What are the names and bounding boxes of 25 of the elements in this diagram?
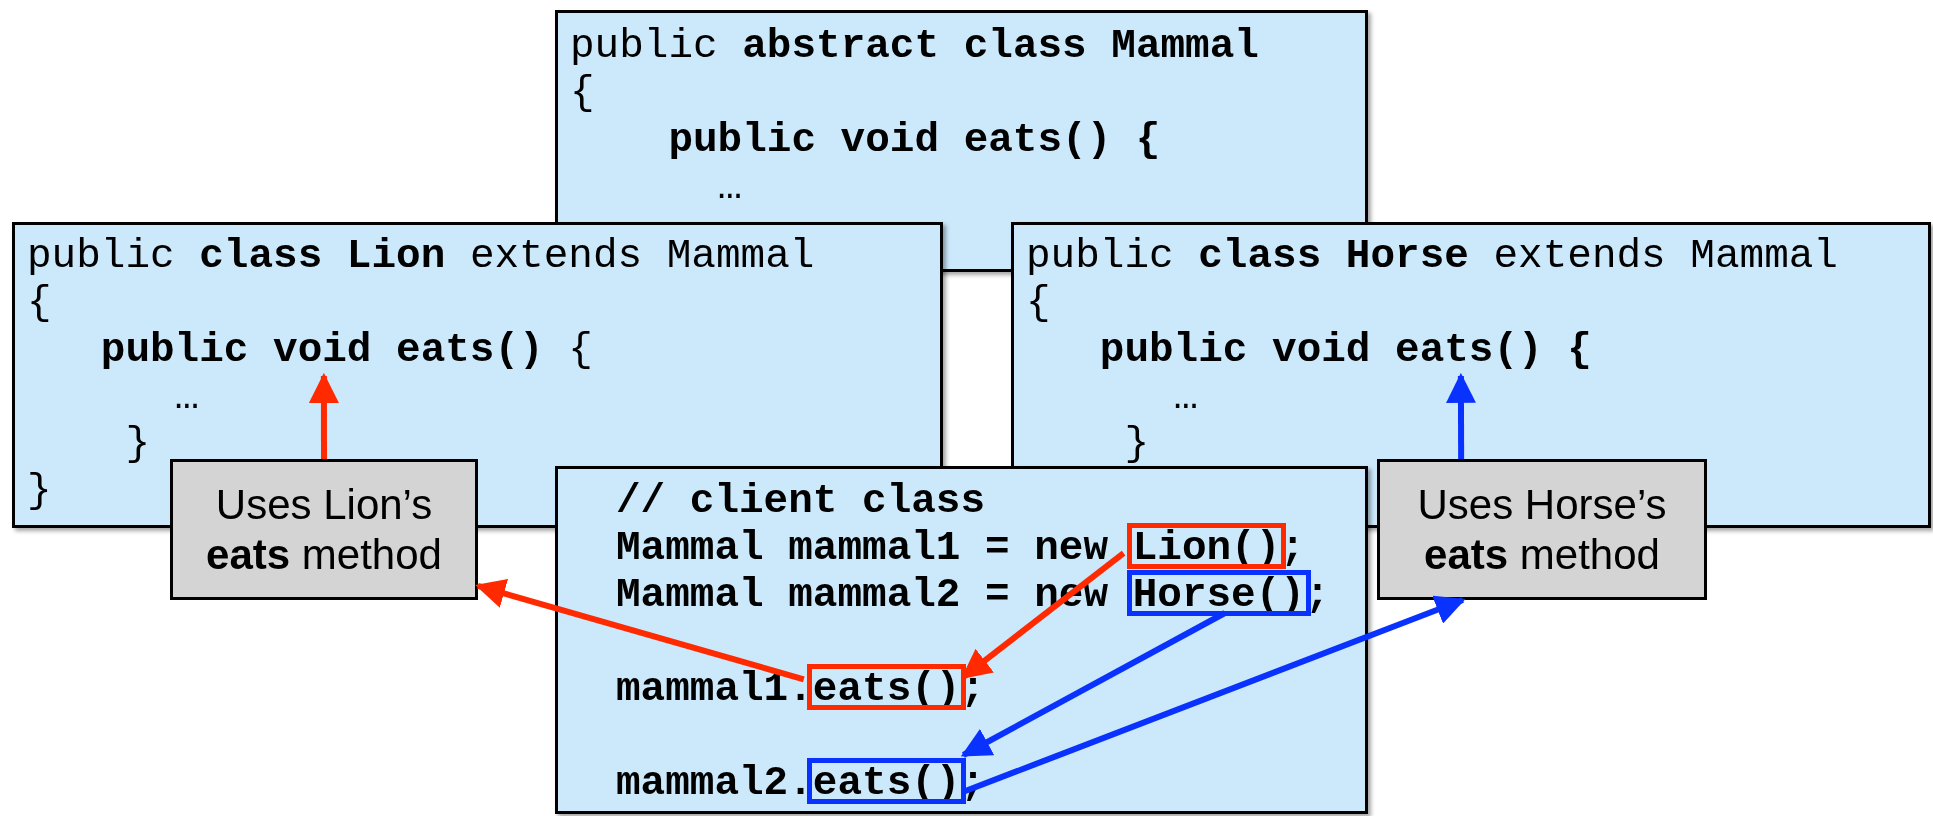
code-line: } [1124,421,1149,468]
code-line: public void eats() { [100,327,593,374]
arrow [960,610,1227,758]
code-line: public abstract class Mammal [570,23,1259,70]
code-line: public class Lion extends Mammal [27,233,815,280]
code-line: public void eats() { [1099,327,1592,374]
arrow [1445,372,1476,459]
code-line: } [125,421,150,468]
callout-box [1377,459,1707,600]
code-line: public class Horse extends Mammal [1026,233,1838,280]
code-line: } [27,468,52,515]
callout-box [170,459,478,600]
code-line: // client class [616,478,986,525]
code-line: … [1173,374,1199,421]
code-line: … [174,374,200,421]
code-line: … [717,164,743,211]
code-line: { [27,280,52,327]
arrow [308,372,339,459]
callout-text: Uses Horse’s eats method [1416,479,1668,580]
code-box [555,466,1368,814]
arrow [475,578,805,683]
code-line: public void eats() { [668,117,1161,164]
code-line: { [570,70,595,117]
code-line: { [1026,280,1051,327]
callout-text: Uses Lion’s eats method [205,479,443,580]
